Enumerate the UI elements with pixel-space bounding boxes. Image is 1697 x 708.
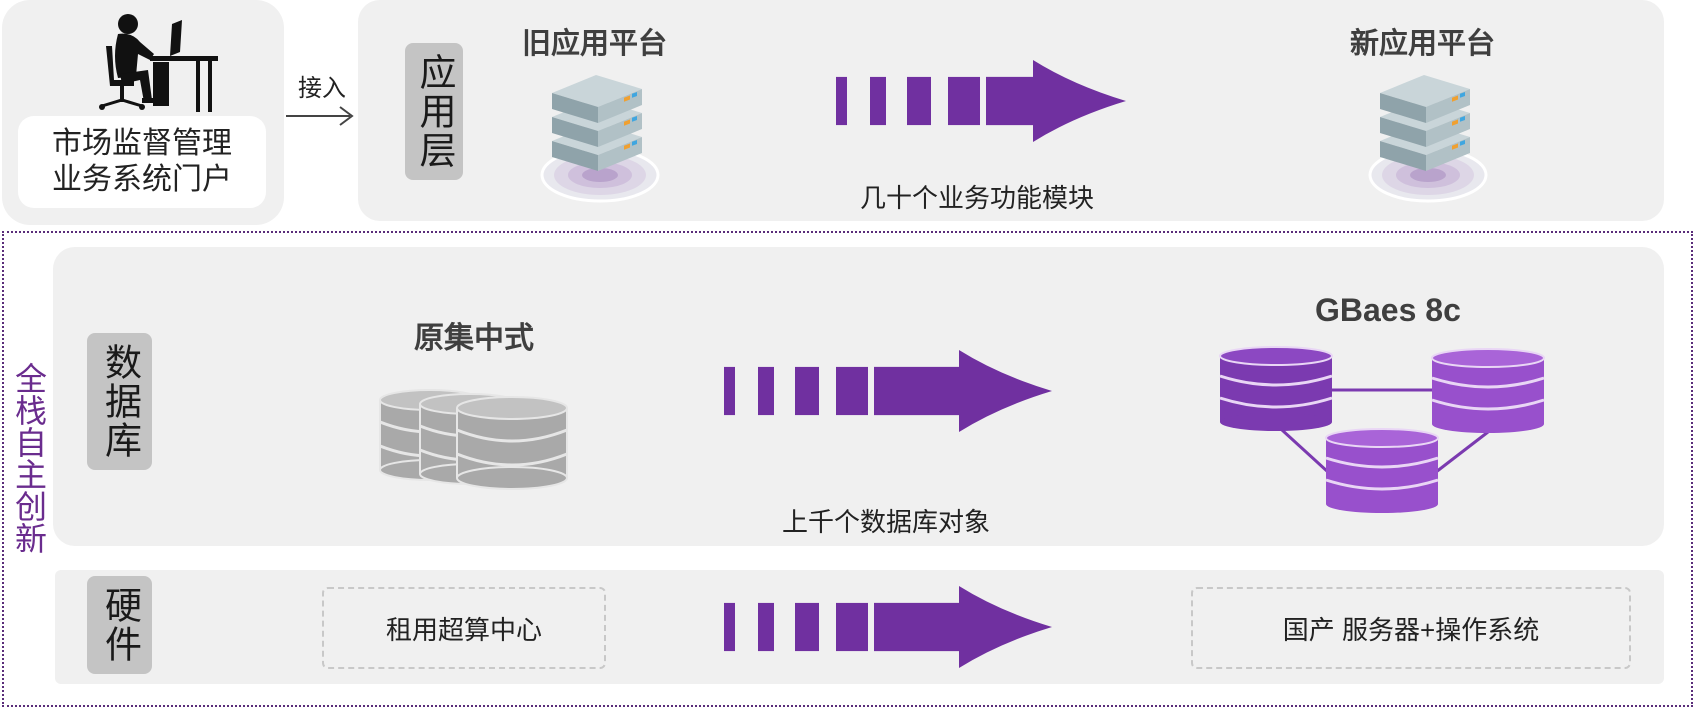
app-migration-arrow-icon: [836, 60, 1126, 142]
arrow-head: [874, 586, 1052, 668]
new-db-title: GBaes 8c: [1315, 292, 1461, 328]
new-server-icon: [1368, 75, 1488, 203]
app-layer-label: 应用层: [405, 43, 463, 180]
arrow-dash-4: [836, 602, 868, 652]
new-hardware-box: 国产 服务器+操作系统: [1191, 587, 1631, 669]
hw-layer-label: 硬件: [87, 576, 152, 674]
arrow-dash-1: [724, 366, 735, 416]
old-hardware-box: 租用超算中心: [322, 587, 606, 669]
arrow-dash-1: [724, 602, 735, 652]
person-at-desk-icon: [99, 14, 218, 112]
portal-name-line1: 市场监督管理: [52, 127, 232, 160]
arrow-head: [986, 60, 1126, 142]
access-arrow-icon: [286, 106, 354, 126]
db-migration-arrow-icon: [724, 350, 1052, 432]
distributed-database-icon: [1219, 346, 1545, 513]
full-stack-frame: [2, 231, 1693, 707]
old-server-icon: [540, 75, 660, 203]
app-layer-caption: 几十个业务功能模块: [860, 183, 1095, 213]
arrow-dash-2: [758, 366, 774, 416]
arrow-head: [874, 350, 1052, 432]
db-layer-label: 数据库: [87, 333, 152, 470]
arrow-dash-3: [795, 366, 819, 416]
arrow-dash-2: [870, 76, 886, 126]
db-layer-caption: 上千个数据库对象: [782, 507, 991, 537]
old-platform-title: 旧应用平台: [522, 28, 668, 60]
arrow-dash-3: [907, 76, 931, 126]
hw-migration-arrow-icon: [724, 586, 1052, 668]
portal-name-box: 市场监督管理 业务系统门户: [18, 116, 266, 208]
arrow-dash-3: [795, 602, 819, 652]
portal-panel: 市场监督管理 业务系统门户: [2, 0, 284, 225]
access-label: 接入: [298, 75, 346, 102]
full-stack-label: 全栈自主创新: [11, 362, 47, 554]
arrow-dash-4: [836, 366, 868, 416]
arrow-dash-4: [948, 76, 980, 126]
arrow-dash-1: [836, 76, 847, 126]
portal-name-line2: 业务系统门户: [52, 163, 232, 196]
new-platform-title: 新应用平台: [1350, 28, 1496, 60]
old-database-cluster-icon: [379, 389, 568, 490]
arrow-dash-2: [758, 602, 774, 652]
old-db-title: 原集中式: [414, 322, 534, 355]
